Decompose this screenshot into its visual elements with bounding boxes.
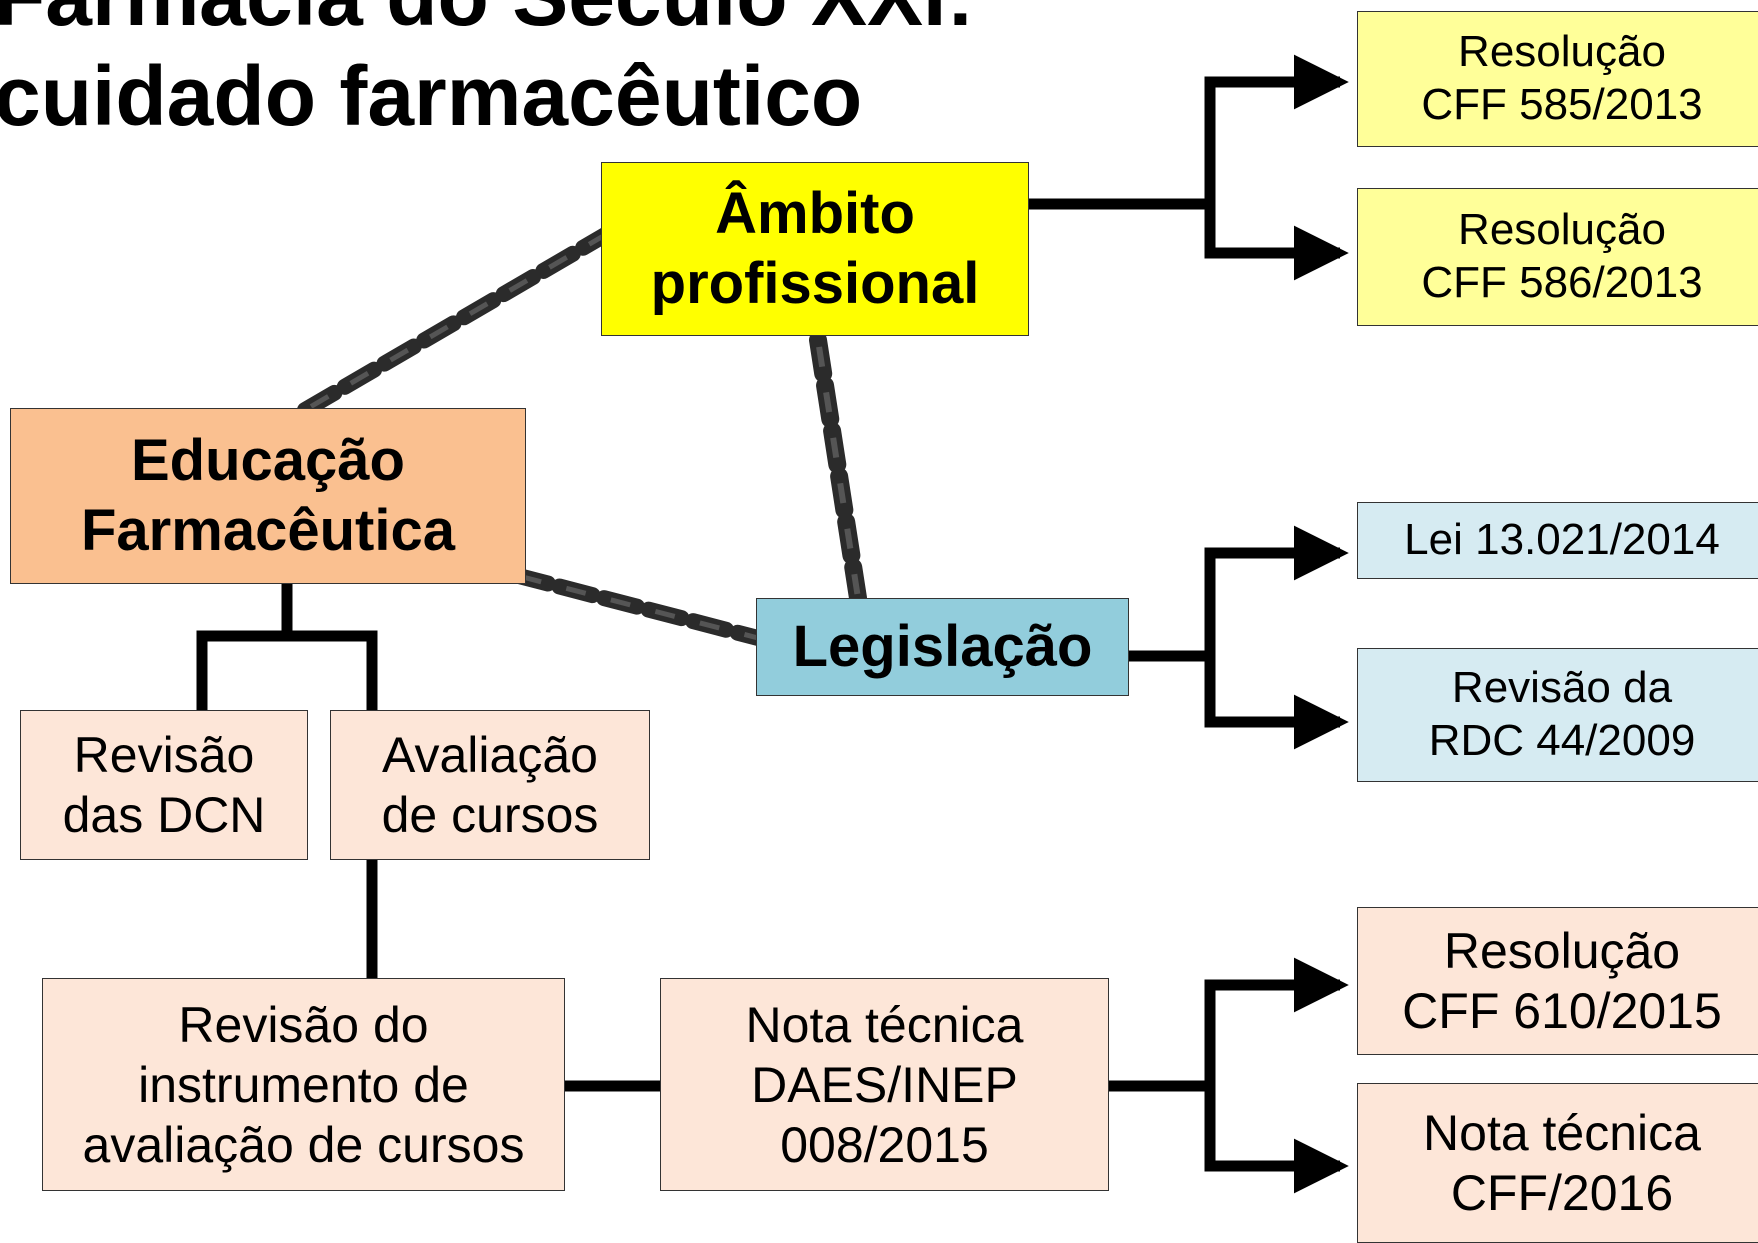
node-res-586: Resolução CFF 586/2013 — [1357, 188, 1758, 326]
slide-title-line-1: Farmácia do Século XXI: — [0, 0, 974, 38]
connector-educacao-subitens — [196, 584, 378, 712]
node-legislacao: Legislação — [756, 598, 1129, 696]
node-nota-cff-2016-label: Nota técnica CFF/2016 — [1423, 1105, 1701, 1221]
slide-title-line-2: cuidado farmacêutico — [0, 49, 863, 143]
node-educacao-farmaceutica: Educação Farmacêutica — [10, 408, 526, 584]
node-educacao-label: Educação Farmacêutica — [81, 428, 455, 563]
node-ambito-label: Âmbito profissional — [650, 181, 980, 316]
node-res-585: Resolução CFF 585/2013 — [1357, 11, 1758, 147]
node-rdc-44: Revisão da RDC 44/2009 — [1357, 648, 1758, 782]
node-rdc-44-label: Revisão da RDC 44/2009 — [1428, 663, 1696, 765]
node-res-586-label: Resolução CFF 586/2013 — [1421, 205, 1703, 307]
node-ambito-profissional: Âmbito profissional — [601, 162, 1029, 336]
node-revisao-dcn-label: Revisão das DCN — [62, 727, 266, 843]
node-avaliacao-cursos-label: Avaliação de cursos — [381, 727, 599, 843]
node-legislacao-label: Legislação — [792, 614, 1093, 680]
node-lei-13021-label: Lei 13.021/2014 — [1404, 515, 1720, 565]
chain-ambito-legislacao — [809, 331, 867, 607]
node-revisao-dcn: Revisão das DCN — [20, 710, 308, 860]
node-res-610-label: Resolução CFF 610/2015 — [1402, 923, 1722, 1039]
connector-nota-daes-saidas — [1108, 957, 1349, 1194]
node-res-610: Resolução CFF 610/2015 — [1357, 907, 1758, 1055]
node-nota-daes-inep-label: Nota técnica DAES/INEP 008/2015 — [745, 996, 1024, 1173]
node-revisao-instrumento-label: Revisão do instrumento de avaliação de c… — [82, 996, 525, 1173]
connector-legislacao-normas — [1128, 525, 1349, 750]
node-nota-cff-2016: Nota técnica CFF/2016 — [1357, 1083, 1758, 1243]
chain-educacao-ambito — [297, 227, 613, 418]
node-avaliacao-cursos: Avaliação de cursos — [330, 710, 650, 860]
node-res-585-label: Resolução CFF 585/2013 — [1421, 27, 1703, 129]
node-nota-daes-inep: Nota técnica DAES/INEP 008/2015 — [660, 978, 1109, 1191]
connector-ambito-resolucoes — [1028, 54, 1349, 281]
chain-educacao-legislacao — [507, 567, 766, 646]
node-revisao-instrumento: Revisão do instrumento de avaliação de c… — [42, 978, 565, 1191]
node-lei-13021: Lei 13.021/2014 — [1357, 502, 1758, 579]
